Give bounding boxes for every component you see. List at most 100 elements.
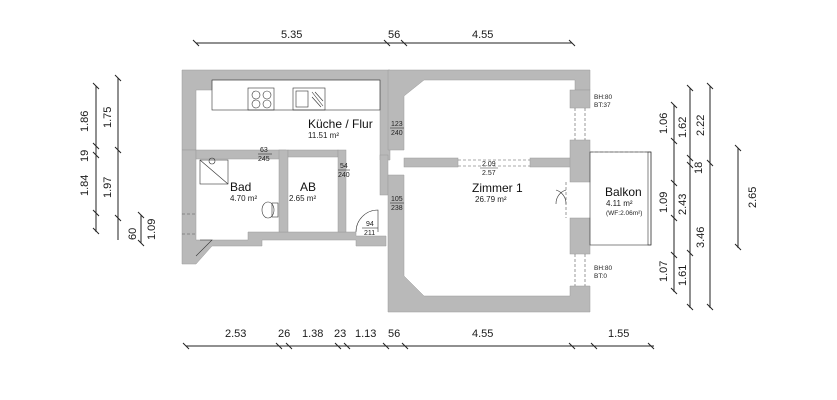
opening-label: 211 xyxy=(364,230,375,237)
room-name-bath: Bad xyxy=(230,180,251,194)
dim-tick xyxy=(686,84,694,92)
sink-drainer-line xyxy=(311,96,322,108)
sink-icon xyxy=(292,87,326,111)
dim-tick xyxy=(92,227,100,235)
dim-label: 1.09 xyxy=(146,219,158,240)
wall-ab-top xyxy=(287,149,339,158)
room-area-balcony: 4.11 m² xyxy=(606,199,633,208)
dim-label: 3.46 xyxy=(695,227,707,248)
toilet-tank-icon xyxy=(271,202,279,218)
dim-label: 1.13 xyxy=(355,328,376,340)
dim-tick xyxy=(686,249,694,257)
dim-label: 4.55 xyxy=(472,29,493,41)
room-area-kitchen: 11.51 m² xyxy=(308,131,339,140)
wall-bath-ab xyxy=(278,149,289,233)
dim-tick xyxy=(686,303,694,311)
wall-right-lower xyxy=(387,174,591,313)
dashed-lines xyxy=(182,108,586,286)
dim-label: 56 xyxy=(388,328,400,340)
kitchen-fixtures xyxy=(211,79,381,111)
window-label: BT:0 xyxy=(594,273,607,280)
wall-kitchen-bath xyxy=(195,149,287,160)
dim-label: 1.61 xyxy=(677,265,689,286)
dim-label: 2.53 xyxy=(225,328,246,340)
dim-tick xyxy=(670,137,678,145)
dim-tick xyxy=(568,342,576,350)
dim-tick xyxy=(92,151,100,159)
dim-tick xyxy=(670,101,678,109)
dim-tick xyxy=(686,161,694,169)
dim-tick xyxy=(400,39,408,47)
dim-label: 23 xyxy=(334,328,346,340)
room-name-zimmer1: Zimmer 1 xyxy=(472,181,523,195)
dim-tick xyxy=(706,303,714,311)
dim-label: 2.22 xyxy=(695,115,707,136)
opening-label: 123 xyxy=(391,121,403,128)
dim-label: 1.84 xyxy=(79,175,91,196)
room-area-ab: 2.65 m² xyxy=(289,194,316,203)
stove-icon xyxy=(247,87,275,111)
dimension-lines: 5.35 56 4.55 2.53 26 1.38 23 1.13 56 4.5… xyxy=(79,29,759,350)
dim-label: 1.55 xyxy=(608,328,629,340)
opening-label: 238 xyxy=(391,205,403,212)
opening-label: 2.09 xyxy=(482,161,496,168)
dim-label: 1.09 xyxy=(658,192,670,213)
dim-tick xyxy=(734,144,742,152)
dim-tick xyxy=(590,342,598,350)
wall-right-unit xyxy=(387,69,591,151)
room-name-kitchen: Küche / Flur xyxy=(308,117,373,131)
dim-label: 1.86 xyxy=(79,111,91,132)
dim-label: 2.43 xyxy=(677,194,689,215)
dim-tick xyxy=(670,251,678,259)
dim-tick xyxy=(192,39,200,47)
opening-label: 240 xyxy=(391,130,403,137)
bath-fixtures xyxy=(195,157,279,257)
opening-label: 245 xyxy=(258,156,270,163)
balcony-railing xyxy=(647,151,652,246)
dim-label: 1.62 xyxy=(677,117,689,138)
opening-label: 54 xyxy=(340,163,348,170)
dim-tick xyxy=(92,82,100,90)
dim-label: 1.07 xyxy=(658,261,670,282)
wall-middle-right xyxy=(529,157,576,168)
window-label: BH:80 xyxy=(594,265,612,272)
dim-tick xyxy=(114,214,122,222)
dim-label: 56 xyxy=(388,29,400,41)
dim-label: 5.35 xyxy=(281,29,302,41)
dim-tick xyxy=(670,214,678,222)
balcony xyxy=(589,151,652,246)
burner-icon xyxy=(262,99,272,109)
walls xyxy=(181,69,591,313)
dim-label: 2.65 xyxy=(747,187,759,208)
dim-ticks-bottom xyxy=(182,342,655,350)
wall-left-outer xyxy=(181,149,387,265)
shower-head-icon xyxy=(208,157,216,165)
room-labels: Küche / Flur 11.51 m² Bad 4.70 m² AB 2.6… xyxy=(230,117,642,217)
room-name-ab: AB xyxy=(300,180,316,194)
sink-drainer-line xyxy=(311,91,324,107)
shower-diagonal xyxy=(199,159,229,185)
wall-right-c xyxy=(569,217,591,255)
dim-tick xyxy=(114,74,122,82)
room-area-zimmer1: 26.79 m² xyxy=(475,195,507,204)
wall-middle xyxy=(403,157,459,168)
dim-label: 19 xyxy=(79,150,91,162)
dim-tick xyxy=(334,342,342,350)
room-name-balcony: Balkon xyxy=(605,185,642,199)
dim-tick xyxy=(92,209,100,217)
opening-label: 94 xyxy=(366,221,374,228)
dim-tick xyxy=(382,342,390,350)
wall-corridor xyxy=(379,154,389,196)
wall-right-b xyxy=(569,139,591,183)
doors xyxy=(355,189,567,233)
dim-tick xyxy=(114,146,122,154)
balcony-door-swing xyxy=(555,189,567,205)
dim-tick xyxy=(401,342,409,350)
dim-label: 1.75 xyxy=(102,107,114,128)
dim-label: 26 xyxy=(278,328,290,340)
burner-icon xyxy=(251,99,261,109)
dim-label: 60 xyxy=(127,228,139,240)
opening-label: 240 xyxy=(338,172,350,179)
dim-tick xyxy=(706,159,714,167)
